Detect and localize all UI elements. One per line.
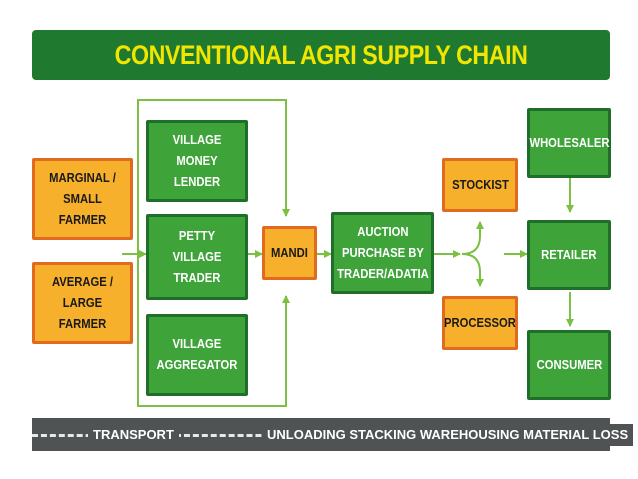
node-average-large-farmer: AVERAGE / LARGE FARMER (32, 262, 133, 344)
footer-transport-label: TRANSPORT (88, 424, 179, 446)
node-stockist: STOCKIST (442, 158, 518, 212)
fork-to-processor (461, 253, 484, 287)
node-consumer: CONSUMER (527, 330, 611, 400)
node-processor: PROCESSOR (442, 296, 518, 350)
farmer-bracket-bottom (137, 254, 290, 407)
node-village-aggregator: VILLAGE AGGREGATOR (146, 314, 248, 396)
node-mandi: MANDI (262, 226, 317, 280)
node-petty-village-trader: PETTY VILLAGE TRADER (146, 214, 248, 300)
fork-to-stockist (461, 221, 484, 255)
node-auction-purchase: AUCTION PURCHASE BY TRADER/ADATIA (331, 212, 434, 294)
node-wholesaler: WHOLESALER (527, 108, 611, 178)
page-title: CONVENTIONAL AGRI SUPPLY CHAIN (114, 39, 528, 70)
node-marginal-small-farmer: MARGINAL / SMALL FARMER (32, 158, 133, 240)
node-village-money-lender: VILLAGE MONEY LENDER (146, 120, 248, 202)
node-retailer: RETAILER (527, 220, 611, 290)
title-banner: CONVENTIONAL AGRI SUPPLY CHAIN (32, 30, 610, 80)
footer-handling-label: UNLOADING STACKING WAREHOUSING MATERIAL … (262, 424, 634, 446)
